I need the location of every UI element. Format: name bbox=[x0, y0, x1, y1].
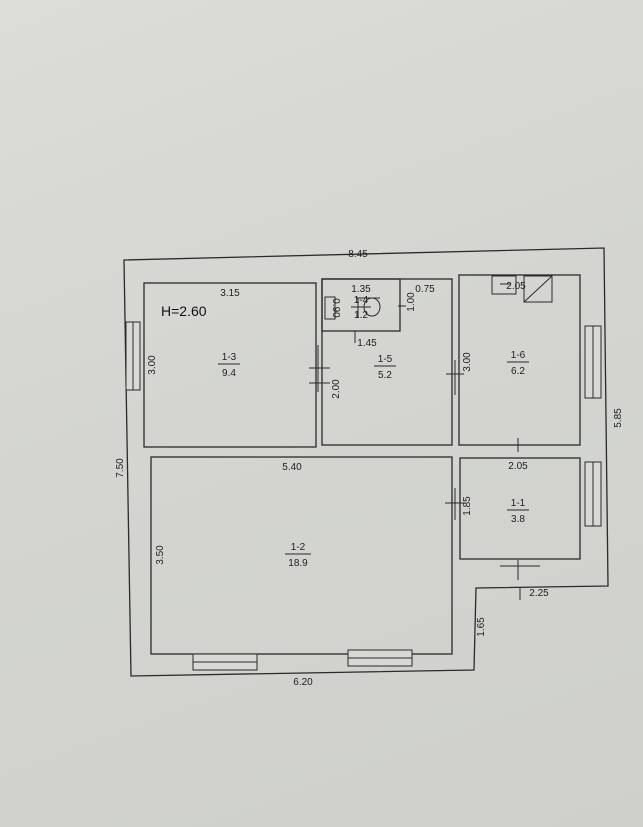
svg-text:1.2: 1.2 bbox=[354, 310, 368, 321]
room-1-4-label: 1-4 1.2 bbox=[351, 295, 371, 321]
svg-text:9.4: 9.4 bbox=[222, 368, 236, 379]
step-height-label: 1.65 bbox=[476, 617, 487, 637]
r14-side-label: 1.00 bbox=[406, 292, 417, 312]
svg-text:1-6: 1-6 bbox=[511, 350, 526, 361]
room-1-4-outline bbox=[321, 278, 401, 332]
r14-width-label: 1.35 bbox=[351, 284, 371, 295]
room-1-3-outline bbox=[143, 282, 317, 448]
r14-bottom-label: 1.45 bbox=[357, 338, 377, 349]
room-1-3-label: 1-3 9.4 bbox=[218, 352, 240, 379]
room-1-1-outline bbox=[459, 457, 581, 560]
svg-text:1-2: 1-2 bbox=[291, 542, 306, 553]
bottom-width-label: 6.20 bbox=[293, 677, 313, 688]
ceiling-height-label: H=2.60 bbox=[161, 303, 207, 319]
r14-door-gap-label: 0.75 bbox=[415, 284, 435, 295]
svg-text:1-5: 1-5 bbox=[378, 354, 393, 365]
room-1-2-label: 1-2 18.9 bbox=[285, 542, 311, 569]
room-1-6-outline bbox=[458, 274, 581, 446]
r11-height-label: 1.85 bbox=[462, 496, 473, 516]
r12-height-label: 3.50 bbox=[155, 545, 166, 565]
r14-depth-label: 0.90 bbox=[330, 298, 341, 318]
svg-text:6.2: 6.2 bbox=[511, 366, 525, 377]
svg-text:1-3: 1-3 bbox=[222, 352, 237, 363]
room-1-6-label: 1-6 6.2 bbox=[507, 350, 529, 377]
total-width-label: 8.45 bbox=[348, 249, 368, 260]
svg-text:5.2: 5.2 bbox=[378, 370, 392, 381]
sink-fixture bbox=[523, 275, 553, 303]
room-1-1-label: 1-1 3.8 bbox=[507, 498, 529, 525]
room-1-5-label: 1-5 5.2 bbox=[374, 354, 396, 381]
right-height-label: 5.85 bbox=[613, 408, 624, 428]
porch-width-label: 2.25 bbox=[529, 588, 549, 599]
r11-width-label: 2.05 bbox=[508, 461, 528, 472]
left-height-label: 7.50 bbox=[115, 458, 126, 478]
r13-height-label: 3.00 bbox=[147, 355, 158, 375]
r16-height-label: 3.00 bbox=[462, 352, 473, 372]
svg-text:18.9: 18.9 bbox=[288, 558, 308, 569]
svg-text:1-4: 1-4 bbox=[354, 295, 369, 306]
svg-text:3.8: 3.8 bbox=[511, 514, 525, 525]
r16-fixture-label: 2.05 bbox=[506, 281, 526, 292]
svg-text:1-1: 1-1 bbox=[511, 498, 526, 509]
outer-wall bbox=[123, 247, 609, 677]
room-1-2-outline bbox=[150, 456, 453, 655]
r13-width-label: 3.15 bbox=[220, 288, 240, 299]
tank-fixture bbox=[324, 296, 336, 320]
stove-fixture bbox=[491, 275, 517, 295]
r15-height-label: 2.00 bbox=[331, 379, 342, 399]
r12-width-label: 5.40 bbox=[282, 462, 302, 473]
